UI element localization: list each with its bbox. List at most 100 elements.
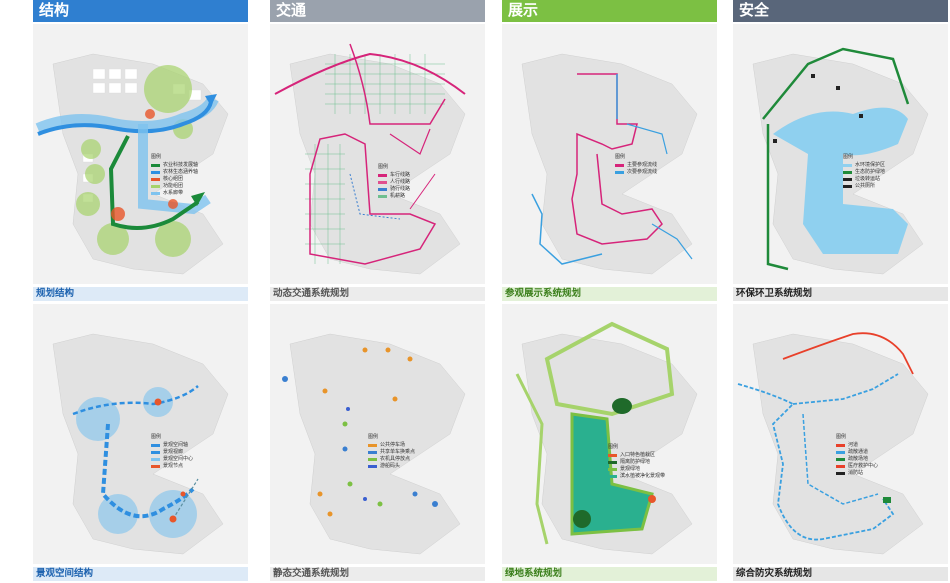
legend-label: 次要参观流线 [627,169,658,175]
legend-label: 骑行线路 [390,186,411,192]
legend-label: 人行线路 [390,179,411,185]
legend-item: 景观绿地 [608,466,665,473]
map-panel-green-space: 图例 入口特色植栽区 隔离防护绿地 景观绿地 滨水植被净化景观带 [502,304,717,564]
legend: 图例 入口特色植栽区 隔离防护绿地 景观绿地 滨水植被净化景观带 [608,444,665,480]
landscape-map [52,333,229,555]
legend-item: 医疗救护中心 [836,463,878,470]
legend-item: 机耕路 [378,193,410,200]
legend: 图例 公共停车场 共享单车换乘点 农机具停放点 游船码头 [368,434,415,470]
legend-label: 车行线路 [390,172,411,178]
legend-item: 景观视廊 [151,449,193,456]
legend-label: 功能组团 [163,183,184,189]
legend-label: 游船码头 [380,463,401,469]
legend-label: 水环境保护区 [855,162,886,168]
legend-label: 水系廊带 [163,190,184,196]
column-header: 展示 [502,0,717,22]
legend-label: 景观空间轴 [163,442,189,448]
legend-item: 公共停车场 [368,442,415,449]
legend-label: 医疗救护中心 [848,463,879,469]
legend-label: 景观视廊 [163,449,184,455]
legend-label: 公共厕所 [855,183,876,189]
map-panel-structure: 图例 农业科技发展轴 农林生态涵养轴 核心组团 功能组团 水系廊带 [33,24,248,284]
legend-label: 主要参观流线 [627,162,658,168]
legend-label: 农林生态涵养轴 [163,169,199,175]
legend-item: 车行线路 [378,172,410,179]
column-traffic: 交通 图例 车行线路 人行线路 骑行线路 机耕路 动态交通系统规划 [270,0,485,583]
column-structure: 结构 [33,0,248,583]
column-header: 结构 [33,0,248,22]
map-panel-dynamic-traffic: 图例 车行线路 人行线路 骑行线路 机耕路 [270,24,485,284]
legend-label: 垃圾转运站 [855,176,881,182]
legend-item: 河道 [836,442,878,449]
legend-item: 核心组团 [151,176,198,183]
legend-label: 生态防护绿地 [855,169,886,175]
legend-item: 主要参观流线 [615,162,657,169]
legend-label: 农机具停放点 [380,456,411,462]
legend-item: 公共厕所 [843,183,885,190]
structure-map [35,53,229,275]
legend-label: 河道 [848,442,859,448]
legend-label: 滨水植被净化景观带 [620,473,666,479]
legend-label: 核心组团 [163,176,184,182]
legend-label: 公共停车场 [380,442,406,448]
legend: 图例 水环境保护区 生态防护绿地 垃圾转运站 公共厕所 [843,154,885,190]
legend-label: 机耕路 [390,193,406,199]
legend-item: 共享单车换乘点 [368,449,415,456]
exhibition-map [521,53,698,275]
panel-caption: 静态交通系统规划 [270,567,485,581]
legend-item: 功能组团 [151,183,198,190]
legend-title: 图例 [368,434,379,440]
legend-item: 次要参观流线 [615,169,657,176]
legend-label: 农业科技发展轴 [163,162,199,168]
green-space-map [515,321,698,555]
map-panel-landscape: 图例 景观空间轴 景观视廊 景观空间中心 景观节点 [33,304,248,564]
legend-label: 景观绿地 [620,466,641,472]
map-panel-environment: 图例 水环境保护区 生态防护绿地 垃圾转运站 公共厕所 [733,24,948,284]
legend-item: 农机具停放点 [368,456,415,463]
static-traffic-map [282,333,466,555]
panel-caption: 动态交通系统规划 [270,287,485,301]
legend-title: 图例 [843,154,854,160]
legend-item: 农业科技发展轴 [151,162,198,169]
legend: 图例 景观空间轴 景观视廊 景观空间中心 景观节点 [151,434,193,470]
legend-item: 隔离防护绿地 [608,459,665,466]
panel-caption: 环保环卫系统规划 [733,287,948,301]
legend-label: 隔离防护绿地 [620,459,651,465]
legend-label: 景观节点 [163,463,184,469]
column-header: 安全 [733,0,948,22]
legend: 图例 河道 疏散通道 疏散场地 医疗救护中心 消防站 [836,434,878,477]
legend-item: 滨水植被净化景观带 [608,473,665,480]
panel-caption: 绿地系统规划 [502,567,717,581]
legend-title: 图例 [151,154,162,160]
legend-label: 入口特色植栽区 [620,452,656,458]
panel-caption: 规划结构 [33,287,248,301]
legend-title: 图例 [378,164,389,170]
column-header: 交通 [270,0,485,22]
legend-label: 疏散通道 [848,449,869,455]
environment-map [752,47,929,275]
map-panel-disaster: 图例 河道 疏散通道 疏散场地 医疗救护中心 消防站 [733,304,948,564]
legend-item: 游船码头 [368,463,415,470]
legend-item: 景观节点 [151,463,193,470]
legend-title: 图例 [836,434,847,440]
panel-caption: 参观展示系统规划 [502,287,717,301]
legend-title: 图例 [151,434,162,440]
legend-item: 骑行线路 [378,186,410,193]
legend-item: 疏散场地 [836,456,878,463]
legend-item: 景观空间中心 [151,456,193,463]
legend-title: 图例 [615,154,626,160]
legend-item: 垃圾转运站 [843,176,885,183]
panel-caption: 景观空间结构 [33,567,248,581]
legend: 图例 车行线路 人行线路 骑行线路 机耕路 [378,164,410,200]
column-safety: 安全 图例 水环境保护区 生态防护绿地 垃圾转运站 公共厕所 环保环卫系统规划 … [733,0,948,583]
panel-caption: 综合防灾系统规划 [733,567,948,581]
legend-item: 人行线路 [378,179,410,186]
legend-item: 景观空间轴 [151,442,193,449]
legend-item: 生态防护绿地 [843,169,885,176]
legend: 图例 农业科技发展轴 农林生态涵养轴 核心组团 功能组团 水系廊带 [151,154,198,197]
legend-item: 水环境保护区 [843,162,885,169]
column-exhibition: 展示 图例 主要参观流线 次要参观流线 参观展示系统规划 图例 入 [502,0,717,583]
legend-item: 水系廊带 [151,190,198,197]
legend-label: 共享单车换乘点 [380,449,416,455]
legend-label: 消防站 [848,470,864,476]
